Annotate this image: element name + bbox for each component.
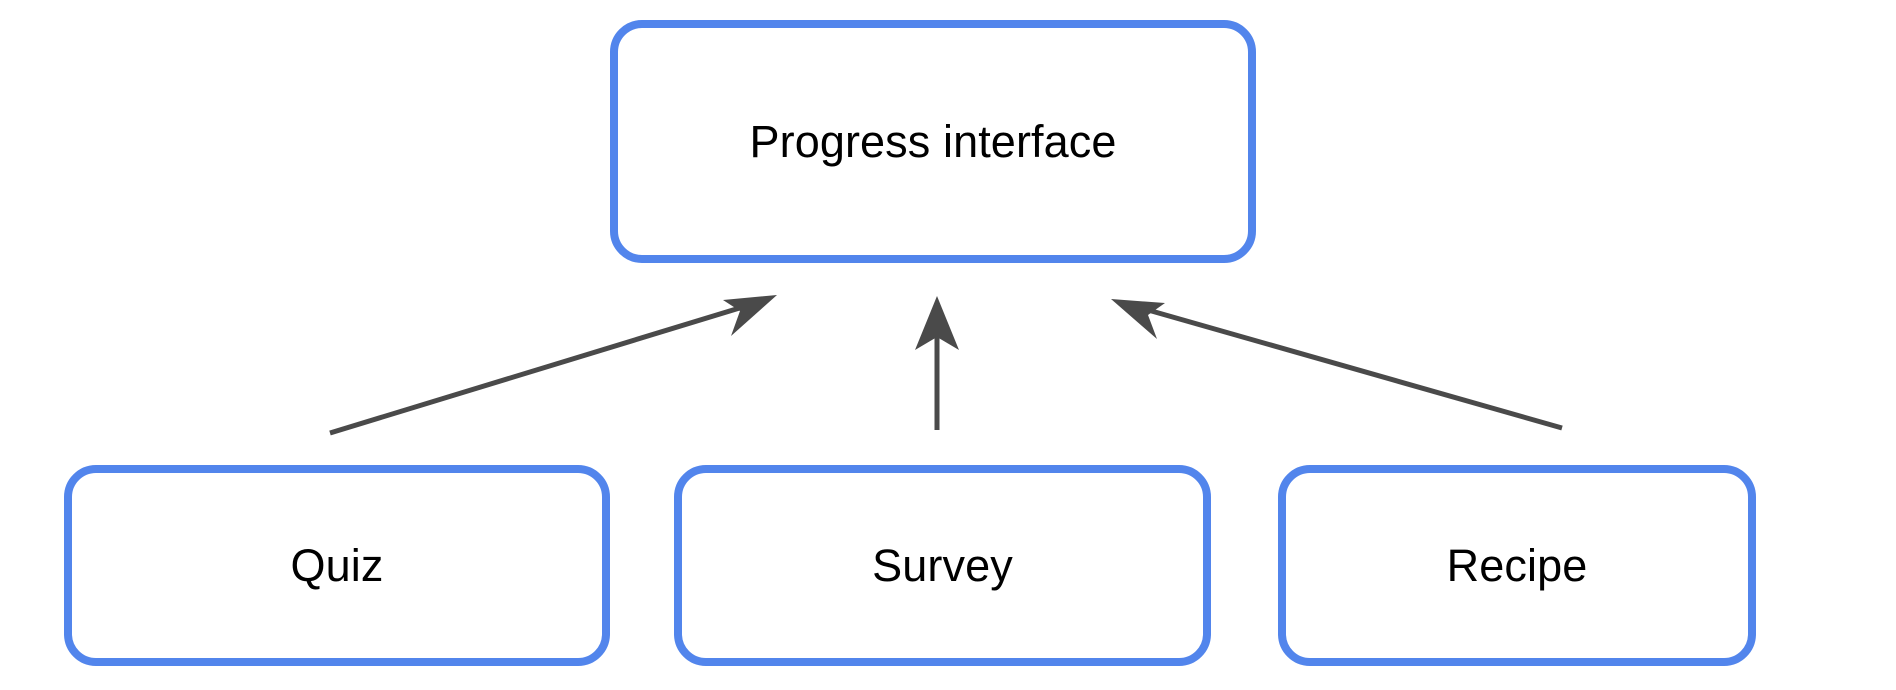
node-progress-interface-label: Progress interface [749, 115, 1117, 167]
node-survey-label: Survey [872, 539, 1013, 591]
edge-quiz-arrowhead [723, 295, 777, 336]
node-quiz[interactable]: Quiz [64, 465, 610, 666]
edge-recipe-arrowhead [1111, 299, 1165, 339]
edge-survey-to-root [915, 296, 959, 430]
edge-survey-arrowhead [915, 296, 959, 350]
edge-recipe-to-root [1111, 299, 1563, 431]
edge-recipe-line [1133, 303, 1563, 431]
node-recipe-label: Recipe [1446, 539, 1588, 591]
node-recipe[interactable]: Recipe [1278, 465, 1756, 666]
node-quiz-label: Quiz [290, 539, 384, 591]
edge-quiz-to-root [329, 295, 777, 436]
node-survey[interactable]: Survey [674, 465, 1211, 666]
edge-quiz-line [329, 300, 757, 436]
node-progress-interface[interactable]: Progress interface [610, 20, 1256, 263]
